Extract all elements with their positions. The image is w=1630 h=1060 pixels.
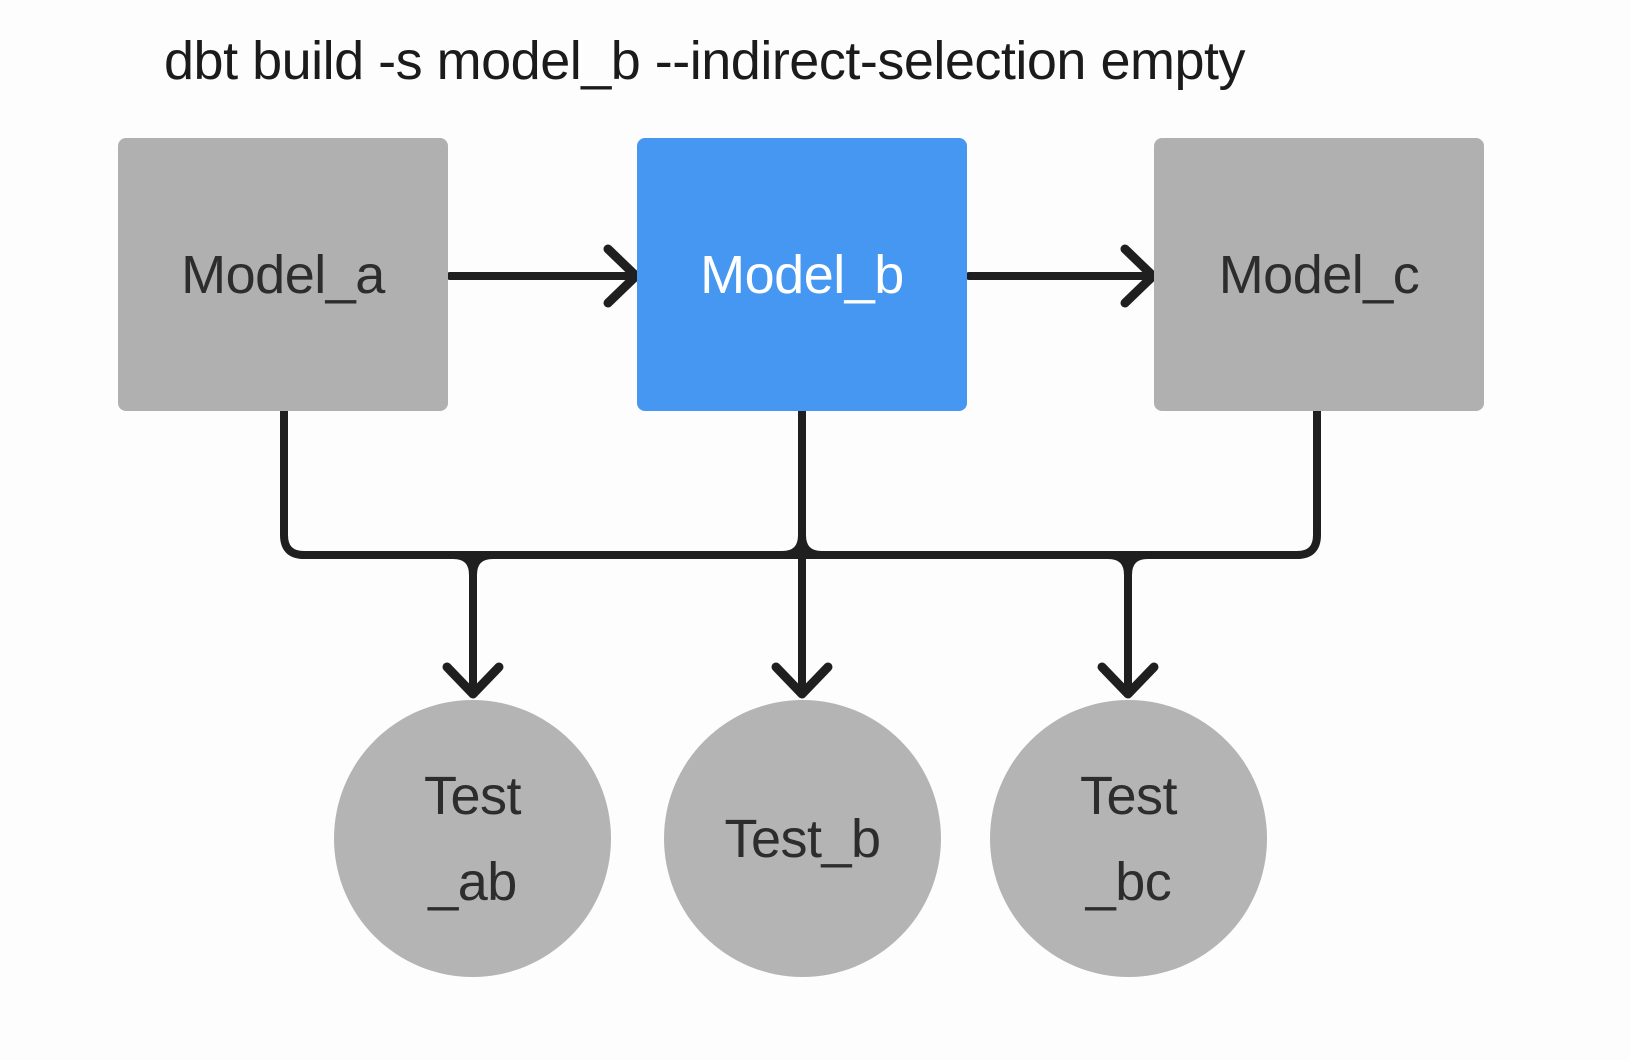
node-model-c: Model_c bbox=[1154, 138, 1484, 411]
node-model-b: Model_b bbox=[637, 138, 967, 411]
node-test-b-label: Test_b bbox=[724, 808, 881, 869]
node-test-ab-label: Test _ab bbox=[423, 765, 522, 912]
diagram-title: dbt build -s model_b --indirect-selectio… bbox=[164, 31, 1246, 91]
node-test-ab: Test _ab bbox=[334, 700, 611, 977]
arrowhead-model-b bbox=[603, 244, 641, 308]
arrowhead-model-c bbox=[1120, 244, 1158, 308]
arrowhead-test-bc bbox=[1097, 662, 1159, 699]
arrowhead-test-b bbox=[771, 662, 833, 699]
node-test-b: Test_b bbox=[664, 700, 941, 977]
node-test-bc: Test _bc bbox=[990, 700, 1267, 977]
node-model-a: Model_a bbox=[118, 138, 448, 411]
node-test-bc-label: Test _bc bbox=[1079, 765, 1178, 912]
fillet-test-ab-right bbox=[469, 551, 497, 579]
node-model-c-label: Model_c bbox=[1218, 244, 1420, 305]
node-model-b-label: Model_b bbox=[700, 244, 904, 305]
fillet-test-bc-right bbox=[1124, 551, 1152, 579]
node-model-a-label: Model_a bbox=[181, 244, 385, 305]
arrowhead-test-ab bbox=[442, 662, 504, 699]
fillet-center-right bbox=[798, 531, 826, 559]
